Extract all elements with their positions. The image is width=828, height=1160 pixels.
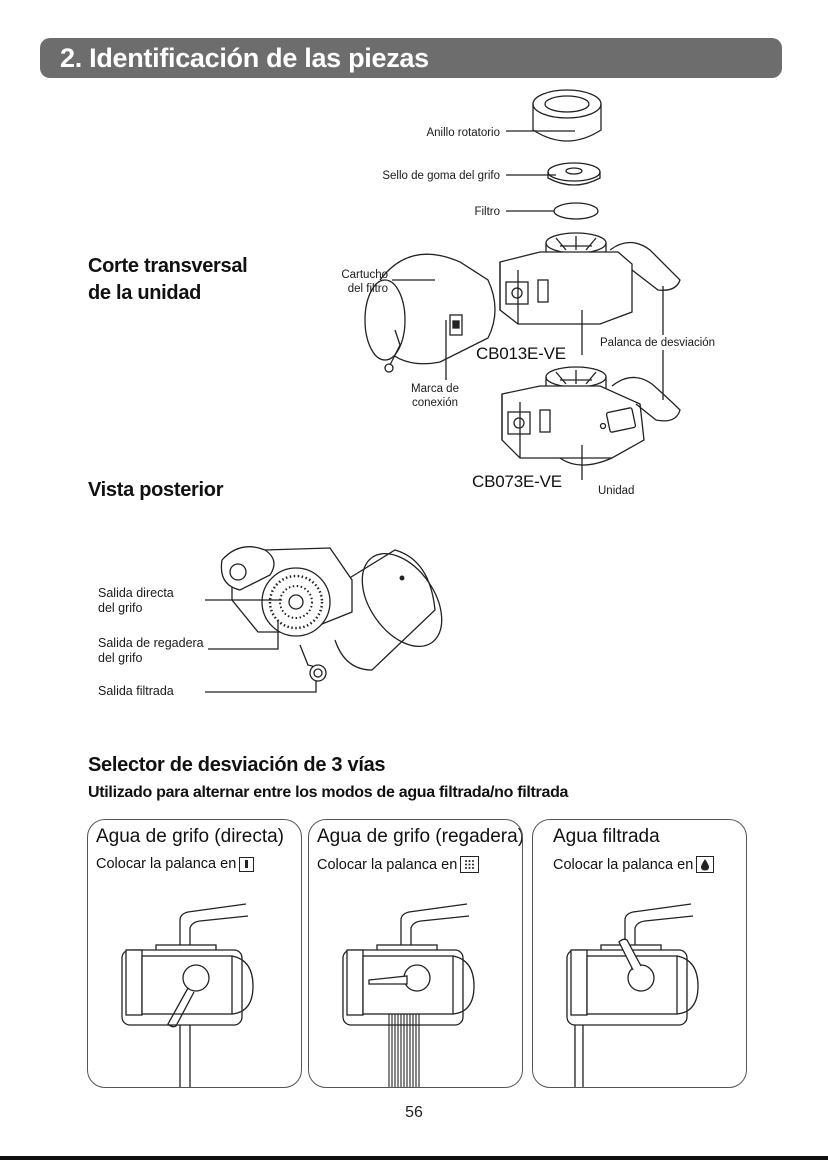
label-connection-mark-line1: Marca de (411, 383, 459, 395)
shower-dots-icon (460, 856, 480, 873)
label-shower-outlet-line1: Salida de regadera (98, 636, 204, 650)
selector-heading: Selector de desviación de 3 vías (88, 754, 386, 776)
label-direct-outlet-line2: del grifo (98, 601, 143, 615)
label-shower-outlet-line2: del grifo (98, 651, 143, 665)
faucet-direct-illustration (121, 903, 254, 1087)
section-title: 2. Identificación de las piezas (60, 42, 429, 73)
label-unit: Unidad (598, 485, 635, 497)
rear-view-diagram (205, 546, 443, 693)
label-filter-cartridge-line1: Cartucho (341, 269, 388, 281)
mode-title: Agua de grifo (regadera) (317, 826, 523, 847)
label-rubber-seal: Sello de goma del grifo (382, 170, 500, 182)
mode-instruction-row: Colocar la palanca en (553, 856, 715, 873)
model-label-cb013e: CB013E-VE (476, 344, 566, 363)
water-drop-icon (696, 856, 715, 873)
label-diverter-lever: Palanca de desviación (600, 337, 716, 349)
label-direct-outlet-line1: Salida directa (98, 586, 174, 600)
rear-view-heading: Vista posterior (88, 479, 224, 501)
mode-title: Agua filtrada (553, 826, 660, 847)
rubber-seal-illustration (547, 162, 601, 186)
label-filter-cartridge-line2: del filtro (347, 283, 388, 295)
label-rotating-ring: Anillo rotatorio (426, 127, 500, 139)
label-connection-mark-line2: conexión (411, 397, 459, 409)
cross-section-heading-line1: Corte transversal (88, 255, 248, 277)
label-filter: Filtro (474, 206, 500, 218)
mode-title: Agua de grifo (directa) (96, 826, 284, 847)
faucet-shower-illustration (342, 903, 475, 1087)
bar-icon (239, 856, 255, 872)
mode-panel-filtered: Agua filtrada Colocar la palanca en (532, 819, 747, 1088)
filter-cartridge-illustration (364, 253, 496, 373)
label-connection-mark: Marca de conexión (400, 382, 470, 410)
section-header: 2. Identificación de las piezas (40, 38, 782, 78)
cross-section-heading-line2: de la unidad (88, 282, 202, 304)
parts-diagram (364, 89, 681, 480)
rotating-ring-illustration (532, 89, 602, 142)
selector-subtitle: Utilizado para alternar entre los modos … (88, 784, 569, 801)
label-direct-outlet: Salida directa del grifo (98, 586, 174, 616)
mode-instruction: Colocar la palanca en (96, 856, 237, 872)
model-label-cb073e: CB073E-VE (472, 472, 562, 491)
mode-panel-shower: Agua de grifo (regadera) Colocar la pala… (308, 819, 523, 1088)
unit-cb013e-illustration (499, 232, 681, 325)
label-filter-cartridge: Cartucho del filtro (320, 268, 388, 296)
page-number: 56 (405, 1104, 423, 1121)
mode-instruction: Colocar la palanca en (317, 856, 458, 873)
cross-section-heading: Corte transversal de la unidad (88, 253, 248, 307)
mode-panel-direct: Agua de grifo (directa) Colocar la palan… (87, 819, 302, 1088)
label-shower-outlet: Salida de regadera del grifo (98, 636, 204, 666)
filter-disc-illustration (553, 202, 599, 220)
mode-instruction: Colocar la palanca en (553, 856, 694, 873)
faucet-filtered-illustration (566, 903, 699, 1087)
unit-cb073e-illustration (501, 366, 681, 466)
mode-instruction-row: Colocar la palanca en (96, 856, 255, 872)
label-filtered-outlet: Salida filtrada (98, 684, 174, 698)
mode-instruction-row: Colocar la palanca en (317, 856, 480, 873)
bottom-rule (0, 1156, 828, 1160)
